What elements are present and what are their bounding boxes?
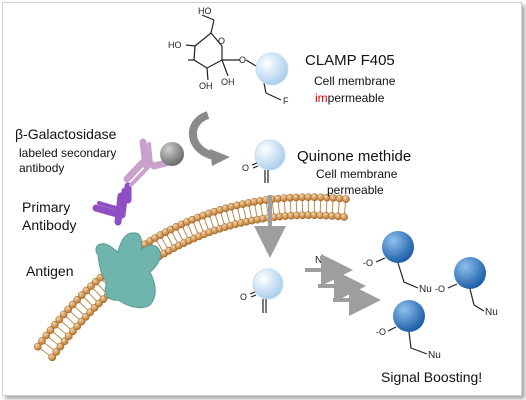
probe-membrane-line2: impermeable — [315, 91, 385, 105]
product-nu-3: Nu — [428, 350, 441, 361]
probe-membrane-line1: Cell membrane — [314, 74, 396, 88]
lipid-head — [59, 310, 68, 319]
product-chain-3 — [408, 331, 428, 355]
quinone-inside-oxygen: O — [240, 292, 247, 302]
probe-name: CLAMP F405 — [305, 52, 395, 69]
primary-label-1: Primary — [22, 199, 70, 215]
lipid-head — [60, 337, 69, 346]
lipid-head — [51, 320, 59, 329]
product-chain-1 — [397, 262, 419, 289]
curved-arrow-head — [210, 149, 230, 166]
lipid-head — [77, 291, 86, 299]
product-anion-1: -O — [363, 258, 373, 268]
lipid-head — [46, 326, 55, 334]
product-anion-3: -O — [376, 327, 386, 337]
primary-antibody — [92, 182, 132, 226]
lipid-head — [340, 213, 348, 221]
lipid-head — [55, 315, 64, 324]
cell-membrane — [33, 193, 350, 362]
product-sphere-3 — [393, 300, 425, 332]
quinone-bonds — [251, 162, 269, 183]
lipid-head — [87, 282, 95, 290]
product-sphere-2 — [454, 257, 486, 289]
impermeable-prefix: im — [315, 91, 328, 105]
product-nu-1: Nu — [419, 284, 432, 295]
quinone-inside-bonds — [249, 291, 267, 313]
probe-sphere — [255, 52, 289, 86]
product-3: -O Nu — [376, 300, 441, 361]
enzyme-label-1: β-Galactosidase — [15, 126, 117, 142]
lipid-head — [38, 337, 46, 345]
product-nu-2: Nu — [485, 307, 498, 318]
quinone-inside-sphere — [252, 268, 284, 300]
lipid-head — [68, 300, 77, 309]
product-sphere-1 — [382, 231, 414, 263]
oh-label-1: OH — [199, 81, 213, 91]
antigen-label: Antigen — [26, 263, 73, 279]
product-1: -O Nu — [363, 231, 432, 295]
product-chain-2 — [469, 288, 485, 312]
secondary-antibody — [123, 138, 170, 187]
lipid-head — [73, 322, 82, 331]
lipid-head — [64, 332, 73, 341]
product-2: -O Nu — [435, 257, 498, 318]
enzyme-ball — [160, 142, 184, 166]
lipid-head — [342, 195, 350, 203]
quinone-sphere — [254, 139, 286, 171]
lipid-head — [48, 353, 57, 362]
link-oxygen: O — [239, 55, 246, 65]
nu-label: Nu — [315, 255, 328, 266]
lipid-head — [82, 286, 91, 295]
enzyme-label-2: labeled secondary — [19, 146, 116, 160]
ho-label-2: HO — [168, 40, 182, 50]
signal-boosting-label: Signal Boosting! — [381, 369, 482, 385]
lipid-head — [56, 342, 65, 351]
lipid-head — [33, 342, 42, 351]
lipid-head — [73, 295, 82, 304]
antigen-shape — [95, 232, 161, 309]
lipid-head — [42, 331, 51, 340]
quinone-line1: Cell membrane — [316, 167, 398, 181]
enzyme-label-3: antibody — [19, 161, 64, 175]
quinone-line2: permeable — [327, 183, 384, 197]
fluoro-label: F — [283, 96, 289, 106]
oh-label-2: OH — [221, 77, 235, 87]
ring-oxygen: O — [218, 36, 225, 46]
curved-arrow — [188, 111, 216, 160]
ho-label-1: HO — [198, 6, 212, 16]
lipid-head — [64, 305, 73, 314]
quinone-oxygen: O — [242, 163, 249, 173]
product-anion-2: -O — [435, 284, 445, 294]
quinone-name: Quinone methide — [297, 148, 411, 165]
lipid-head — [52, 348, 61, 356]
lipid-head — [69, 327, 77, 336]
impermeable-suffix: permeable — [328, 91, 385, 105]
sugar-structure — [185, 14, 282, 101]
primary-label-2: Antibody — [22, 217, 76, 233]
